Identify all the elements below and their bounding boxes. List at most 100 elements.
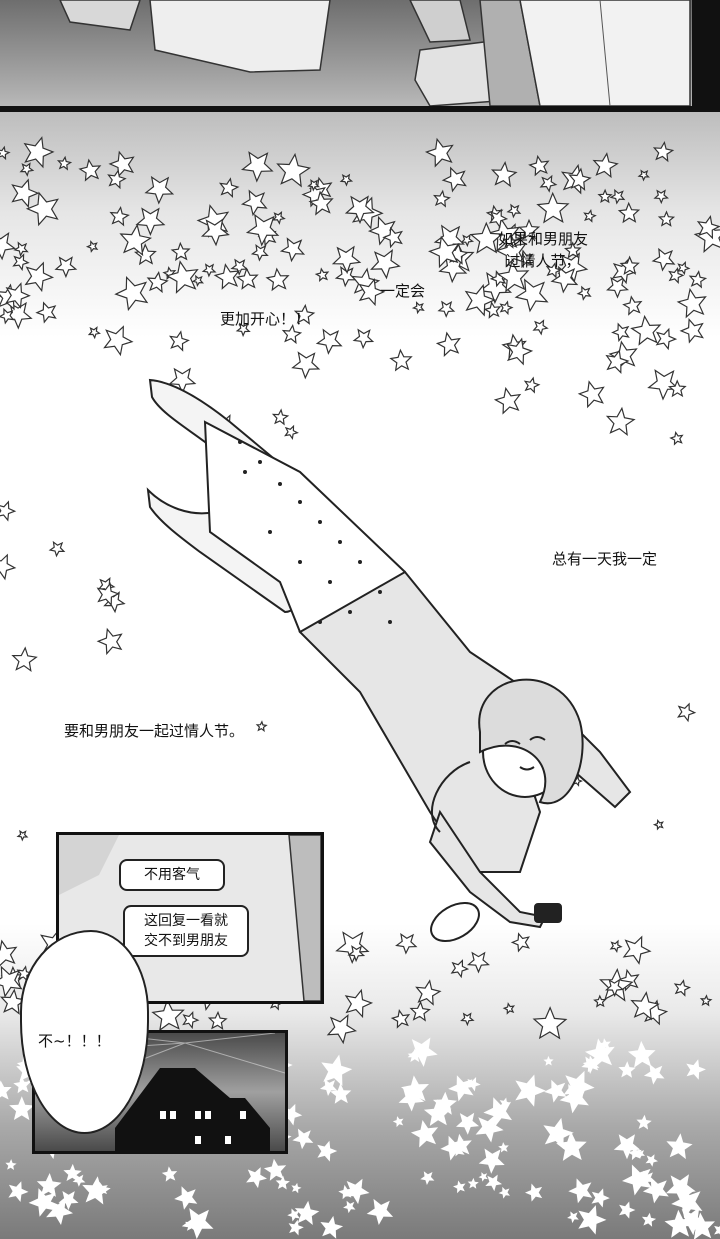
star-shape (635, 1149, 645, 1159)
star-shape (528, 154, 550, 177)
star-shape (230, 258, 249, 276)
girl-figure (146, 378, 632, 942)
star-shape (96, 582, 120, 607)
star-shape (676, 261, 691, 276)
star-shape (714, 1225, 720, 1235)
star-shape (407, 1037, 438, 1067)
star-shape (114, 275, 149, 312)
star-shape (664, 1209, 694, 1238)
star-shape (433, 189, 451, 208)
star-shape (466, 1077, 481, 1092)
star-shape (502, 233, 518, 249)
star-shape (536, 191, 570, 224)
star-shape (544, 1079, 567, 1103)
star-shape (464, 283, 497, 317)
star-shape (265, 267, 290, 292)
star-shape (161, 1166, 178, 1182)
star-shape (255, 720, 268, 733)
star-shape (643, 1064, 665, 1085)
star-shape (636, 1114, 652, 1130)
star-shape (344, 1178, 370, 1205)
star-shape (0, 145, 11, 161)
star-shape (605, 349, 630, 375)
star-shape (218, 177, 240, 199)
star-shape (293, 303, 316, 325)
star-shape (585, 1038, 615, 1069)
star-shape (36, 1173, 62, 1197)
star-shape (598, 1038, 611, 1051)
star-shape (82, 1176, 111, 1205)
star-shape (294, 1200, 320, 1225)
star-shape (502, 1002, 516, 1015)
star-shape (450, 959, 470, 979)
star-shape (235, 267, 259, 290)
star-shape (415, 979, 442, 1006)
star-shape (58, 1191, 79, 1211)
star-shape (288, 1219, 304, 1236)
star-shape (593, 994, 607, 1008)
star-shape (317, 1140, 338, 1162)
phone-chat-panel: 不用客气 这回复一看就 交不到男朋友 (56, 832, 324, 1004)
star-shape (407, 1048, 422, 1062)
star-shape (568, 1178, 593, 1204)
star-shape (453, 1180, 466, 1194)
star-shape (401, 1075, 429, 1103)
star-shape (16, 829, 29, 842)
star-shape (201, 263, 217, 278)
star-shape (314, 267, 330, 283)
star-shape (478, 1148, 505, 1174)
star-shape (207, 1010, 228, 1031)
star-shape (619, 1201, 636, 1219)
star-shape (11, 646, 38, 673)
star-shape (506, 203, 522, 219)
star-shape (597, 188, 613, 204)
star-shape (619, 255, 640, 275)
star-shape (469, 221, 504, 254)
star-shape (532, 319, 549, 336)
star-shape (433, 224, 465, 255)
star-shape (63, 1163, 82, 1182)
star-shape (144, 175, 175, 205)
speech-balloon (20, 930, 149, 1134)
star-shape (240, 189, 268, 217)
star-shape (514, 278, 549, 313)
star-shape (326, 1014, 358, 1045)
star-field (0, 136, 720, 1239)
chat-bubble-reply: 这回复一看就 交不到男朋友 (123, 905, 249, 957)
star-shape (330, 1083, 352, 1104)
star-shape (488, 208, 509, 229)
star-shape (576, 285, 592, 301)
star-shape (12, 253, 30, 272)
star-shape (652, 140, 675, 163)
star-shape (475, 1114, 504, 1143)
top-panel-art (59, 0, 720, 106)
star-shape (687, 1212, 715, 1239)
star-shape (284, 424, 299, 441)
star-shape (347, 945, 366, 963)
star-shape (686, 1059, 706, 1080)
star-shape (0, 553, 17, 581)
star-shape (146, 270, 169, 294)
star-shape (638, 1170, 655, 1187)
pants-star-pattern (238, 440, 392, 624)
star-shape (693, 219, 720, 253)
star-shape (182, 1011, 200, 1030)
star-shape (344, 988, 374, 1019)
star-shape (0, 939, 18, 967)
star-shape (250, 243, 269, 262)
star-shape (515, 1074, 546, 1107)
star-shape (213, 263, 241, 290)
star-shape (460, 233, 475, 248)
star-shape (671, 1187, 703, 1219)
star-shape (609, 188, 626, 205)
star-shape (637, 169, 650, 182)
star-shape (245, 213, 280, 247)
star-shape (170, 241, 191, 262)
star-shape (307, 178, 321, 192)
star-shape (200, 218, 230, 247)
star-shape (168, 330, 190, 352)
star-shape (279, 237, 306, 263)
star-shape (543, 1055, 554, 1066)
star-shape (440, 1135, 465, 1161)
star-shape (0, 965, 23, 998)
